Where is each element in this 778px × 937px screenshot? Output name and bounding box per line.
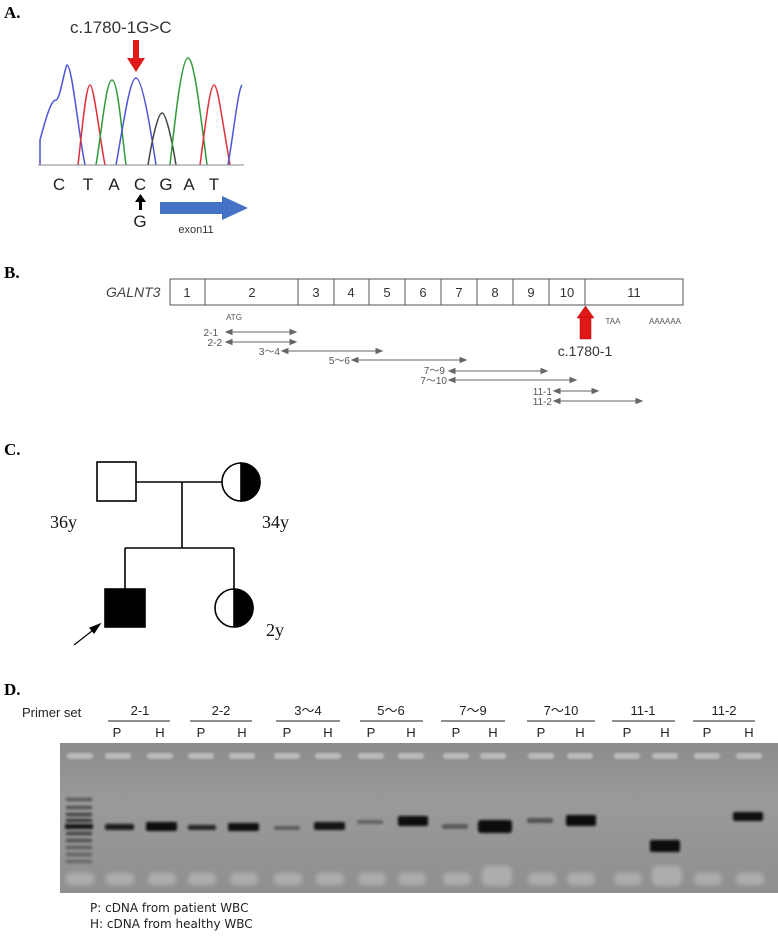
lane-label: P (703, 725, 712, 740)
exon-number: 3 (312, 285, 319, 300)
sister-age: 2y (266, 620, 284, 640)
legend-patient: P: cDNA from patient WBC (90, 901, 249, 915)
gel-legend: P: cDNA from patient WBC H: cDNA from he… (90, 900, 253, 932)
primer-label: 7～9 (424, 366, 446, 377)
primer-label: 3～4 (259, 347, 281, 358)
exon-number: 10 (560, 285, 574, 300)
primer-label: 2-2 (208, 338, 223, 349)
primer-amplicons (224, 328, 644, 405)
exon-number: 1 (183, 285, 190, 300)
alt-base-arrow-icon (135, 194, 146, 210)
exon-number: 6 (419, 285, 426, 300)
father-symbol (96, 461, 137, 502)
lane-label: H (237, 725, 246, 740)
gene-name: GALNT3 (106, 284, 161, 300)
lane-labels: P H P H P H P H P H P H P H P H (113, 725, 754, 740)
start-codon: ATG (226, 313, 242, 322)
lane-label: P (623, 725, 632, 740)
primer-7-10 (447, 376, 578, 384)
primer-label: 11-2 (533, 397, 553, 408)
polya-tail: AAAAAA (649, 317, 682, 326)
primer-set-header: 3～4 (294, 703, 321, 718)
exon-number: 11 (627, 285, 641, 300)
primer-set-header: 11-2 (711, 703, 736, 718)
exon-number: 9 (527, 285, 534, 300)
base-letter: T (209, 175, 219, 194)
panel-label-c: C. (4, 440, 21, 459)
panel-label-a: A. (4, 3, 21, 22)
primer-label: 11-1 (533, 387, 553, 398)
pedigree (96, 461, 261, 628)
primer-set-header: 11-1 (630, 703, 655, 718)
primer-11-2 (552, 397, 644, 405)
exon-map (169, 278, 684, 306)
chromatogram (38, 57, 244, 166)
base-letter: C (53, 175, 65, 194)
primer-label: 5～6 (329, 356, 351, 367)
primer-2-1 (224, 328, 298, 336)
base-sequence: C T A C G A T (53, 175, 219, 194)
mutation-label: c.1780-1G>C (70, 18, 172, 37)
alt-base: G (133, 212, 146, 231)
lane-label: H (323, 725, 332, 740)
primer-set-header: 2-2 (212, 703, 231, 718)
primer-set-header: 7～10 (544, 703, 579, 718)
lane-label: H (406, 725, 415, 740)
lane-label: H (488, 725, 497, 740)
exon-number: 4 (347, 285, 354, 300)
splice-site-arrow-icon (576, 305, 595, 340)
primer-5-6 (350, 356, 468, 364)
panel-label-d: D. (4, 680, 21, 699)
exon-number: 8 (491, 285, 498, 300)
primer-set-header: 7～9 (459, 703, 486, 718)
primer-set-header: 5～6 (377, 703, 404, 718)
base-letter: C (134, 175, 146, 194)
lane-label: P (283, 725, 292, 740)
exon-numbers: 1 2 3 4 5 6 7 8 9 10 11 (183, 285, 640, 300)
primer-7-9 (447, 367, 549, 375)
panel-label-b: B. (4, 263, 20, 282)
legend-healthy: H: cDNA from healthy WBC (90, 917, 253, 931)
lane-label: P (113, 725, 122, 740)
primer-2-2 (224, 338, 298, 346)
exon-number: 5 (383, 285, 390, 300)
lane-label: P (197, 725, 206, 740)
exon-number: 7 (455, 285, 462, 300)
father-age: 36y (50, 512, 77, 532)
primer-11-1 (552, 387, 600, 395)
mother-symbol (221, 462, 261, 502)
lane-label: H (575, 725, 584, 740)
exon-arrow-icon (160, 196, 248, 220)
lane-label: H (660, 725, 669, 740)
primer-labels: 2-1 2-2 3～4 5～6 7～9 7～10 11-1 11-2 (204, 328, 553, 408)
lane-label: P (537, 725, 546, 740)
lane-label: P (452, 725, 461, 740)
mother-age: 34y (262, 512, 289, 532)
lane-label: P (367, 725, 376, 740)
base-letter: T (83, 175, 93, 194)
primer-label: 7～10 (420, 376, 447, 387)
primer-set-headers: 2-1 2-2 3～4 5～6 7～9 7～10 11-1 11-2 (131, 703, 737, 718)
base-letter: A (108, 175, 120, 194)
base-letter: G (159, 175, 172, 194)
proband-arrow-icon (73, 622, 102, 646)
primer-set-label: Primer set (22, 705, 82, 720)
primer-label: 2-1 (204, 328, 219, 339)
gel-image (60, 743, 778, 893)
exon-number: 2 (248, 285, 255, 300)
proband-symbol (104, 588, 146, 628)
primer-3-4 (280, 347, 384, 355)
lane-label: H (155, 725, 164, 740)
exon-label: exon11 (178, 224, 213, 236)
sister-symbol (214, 588, 254, 628)
base-letter: A (183, 175, 195, 194)
splice-site-label: c.1780-1 (558, 343, 613, 359)
stop-codon: TAA (606, 317, 622, 326)
lane-label: H (744, 725, 753, 740)
primer-set-header: 2-1 (131, 703, 150, 718)
mutation-arrow-icon (127, 40, 145, 72)
